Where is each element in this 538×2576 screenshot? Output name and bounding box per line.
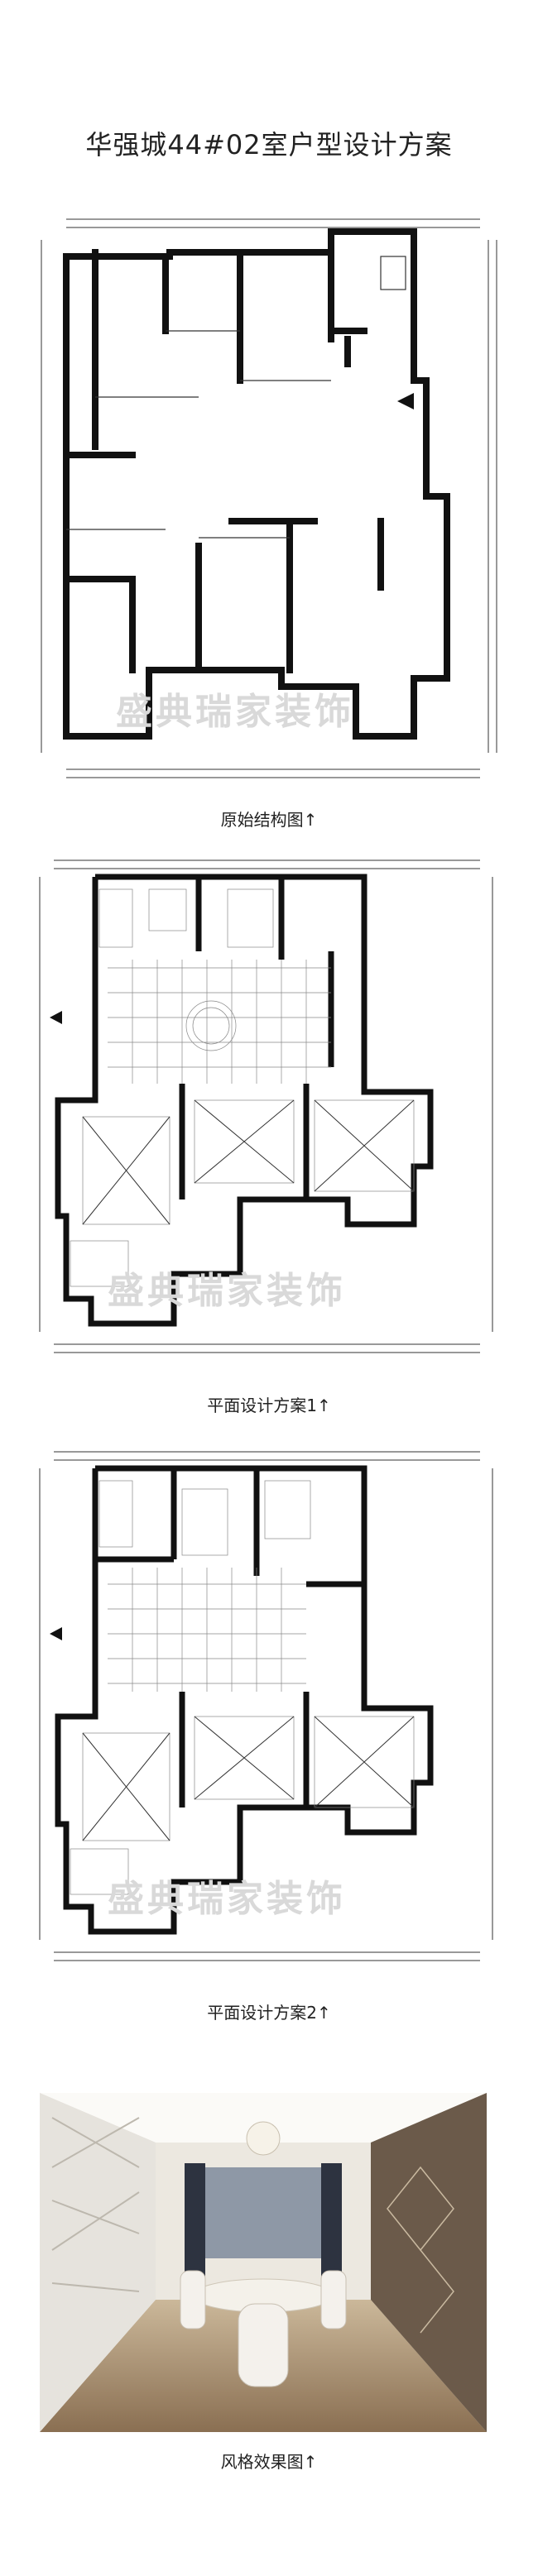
page-title: 华强城44#02室户型设计方案 xyxy=(85,129,453,160)
watermark-text: 盛典瑞家装饰 xyxy=(108,1270,346,1312)
caption-style: 风格效果图↑ xyxy=(220,2452,318,2472)
caption-scheme-1: 平面设计方案1↑ xyxy=(207,1396,331,1415)
floor-plan-scheme-2: 盛典瑞家装饰 xyxy=(33,1444,505,1973)
floor-plan-scheme-1: 盛典瑞家装饰 xyxy=(33,852,505,1365)
watermark-text: 盛典瑞家装饰 xyxy=(108,1878,346,1920)
original-structure-plan: 盛典瑞家装饰 xyxy=(33,207,505,786)
watermark-text: 盛典瑞家装饰 xyxy=(116,691,354,733)
caption-original: 原始结构图↑ xyxy=(220,810,318,830)
caption-scheme-2: 平面设计方案2↑ xyxy=(207,2003,331,2023)
style-rendering-image xyxy=(40,2093,487,2432)
